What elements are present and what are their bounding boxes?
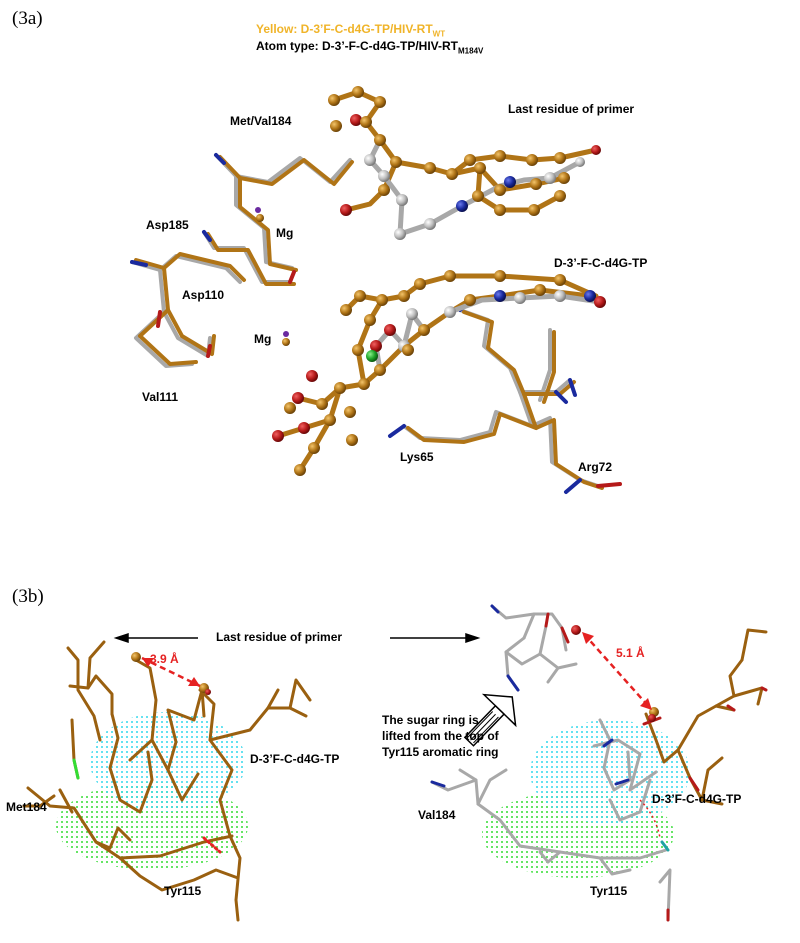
label-mg-bottom: Mg xyxy=(254,332,272,346)
label-asp110: Asp110 xyxy=(182,288,225,302)
label-asp185: Asp185 xyxy=(146,218,189,232)
right-cyan-surface xyxy=(530,720,690,824)
panel-b-label: (3b) xyxy=(12,586,44,607)
left-distance-arrowhead-1 xyxy=(142,658,154,667)
left-highlights xyxy=(72,758,222,854)
label-tyr115-right: Tyr115 xyxy=(590,884,628,898)
left-distance-arrowhead-2 xyxy=(188,677,200,686)
residue-sticks-gold xyxy=(134,155,604,490)
left-atoms xyxy=(131,652,211,695)
left-cyan-surface xyxy=(90,712,246,812)
right-dashed-hbond xyxy=(639,799,661,839)
primer-balls xyxy=(328,86,601,240)
label-last-residue: Last residue of primer xyxy=(508,102,635,116)
panel-a-label: (3a) xyxy=(12,8,43,29)
label-tyr115-left: Tyr115 xyxy=(164,884,202,898)
right-distance-arrowhead-2 xyxy=(640,698,652,710)
legend-atom-type: Atom type: D-3’-F-C-d4G-TP/HIV-RTM184V xyxy=(256,39,484,56)
right-distance-line xyxy=(583,633,651,709)
right-heteroatoms xyxy=(430,604,768,922)
label-val111: Val111 xyxy=(142,390,179,404)
label-met-val184: Met/Val184 xyxy=(230,114,292,128)
label-val184: Val184 xyxy=(418,808,456,822)
right-distance-arrowhead-1 xyxy=(582,632,594,644)
label-met184: Met184 xyxy=(6,800,47,814)
label-ligand-left: D-3’F-C-d4G-TP xyxy=(250,752,340,766)
distance-right: 5.1 Å xyxy=(616,646,645,660)
left-distance-line xyxy=(141,656,201,688)
lift-arrow xyxy=(463,693,517,747)
left-sticks xyxy=(22,640,312,922)
label-last-residue-b: Last residue of primer xyxy=(216,630,343,644)
ligand-balls xyxy=(272,270,606,476)
right-arrow-last-residue xyxy=(390,632,481,644)
label-ligand-a: D-3’-F-C-d4G-TP xyxy=(554,256,648,270)
label-arg72: Arg72 xyxy=(578,460,613,474)
distance-left: 3.9 Å xyxy=(150,652,179,666)
mg-ions xyxy=(255,207,290,346)
right-sticks-gold xyxy=(644,628,768,806)
label-ligand-right: D-3’F-C-d4G-TP xyxy=(652,792,742,806)
note-sugar-ring: The sugar ring is lifted from the top of… xyxy=(382,713,499,759)
left-arrow-last-residue xyxy=(113,632,198,644)
legend-yellow: Yellow: D-3’F-C-d4G-TP/HIV-RTWT xyxy=(256,22,446,39)
label-mg-top: Mg xyxy=(276,226,294,240)
label-lys65: Lys65 xyxy=(400,450,434,464)
